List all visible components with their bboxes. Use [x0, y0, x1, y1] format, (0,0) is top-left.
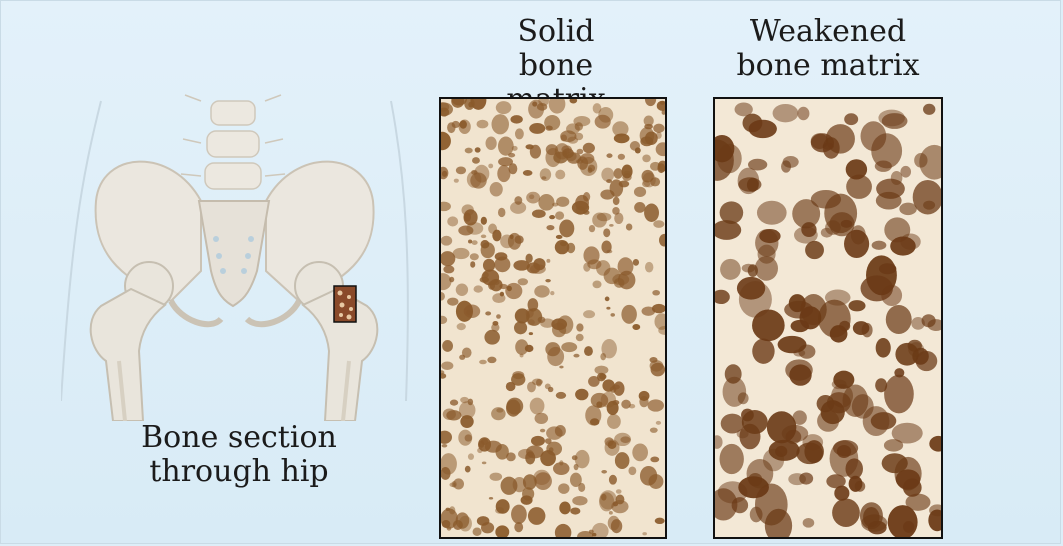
hip-caption: Bone section through hip [119, 421, 359, 489]
hip-caption-line-2: through hip [119, 455, 359, 489]
weakened-caption: Weakened bone matrix [723, 15, 933, 83]
solid-caption-line-1: Solid [471, 15, 641, 49]
weakened-caption-line-1: Weakened [723, 15, 933, 49]
weakened-caption-line-2: bone matrix [723, 49, 933, 83]
hip-caption-line-1: Bone section [119, 421, 359, 455]
solid-bone-texture-icon [439, 97, 667, 539]
porous-bone-texture-icon [713, 97, 943, 539]
section-marker-icon [334, 286, 356, 322]
pelvis-hip-illustration-icon [61, 61, 431, 421]
